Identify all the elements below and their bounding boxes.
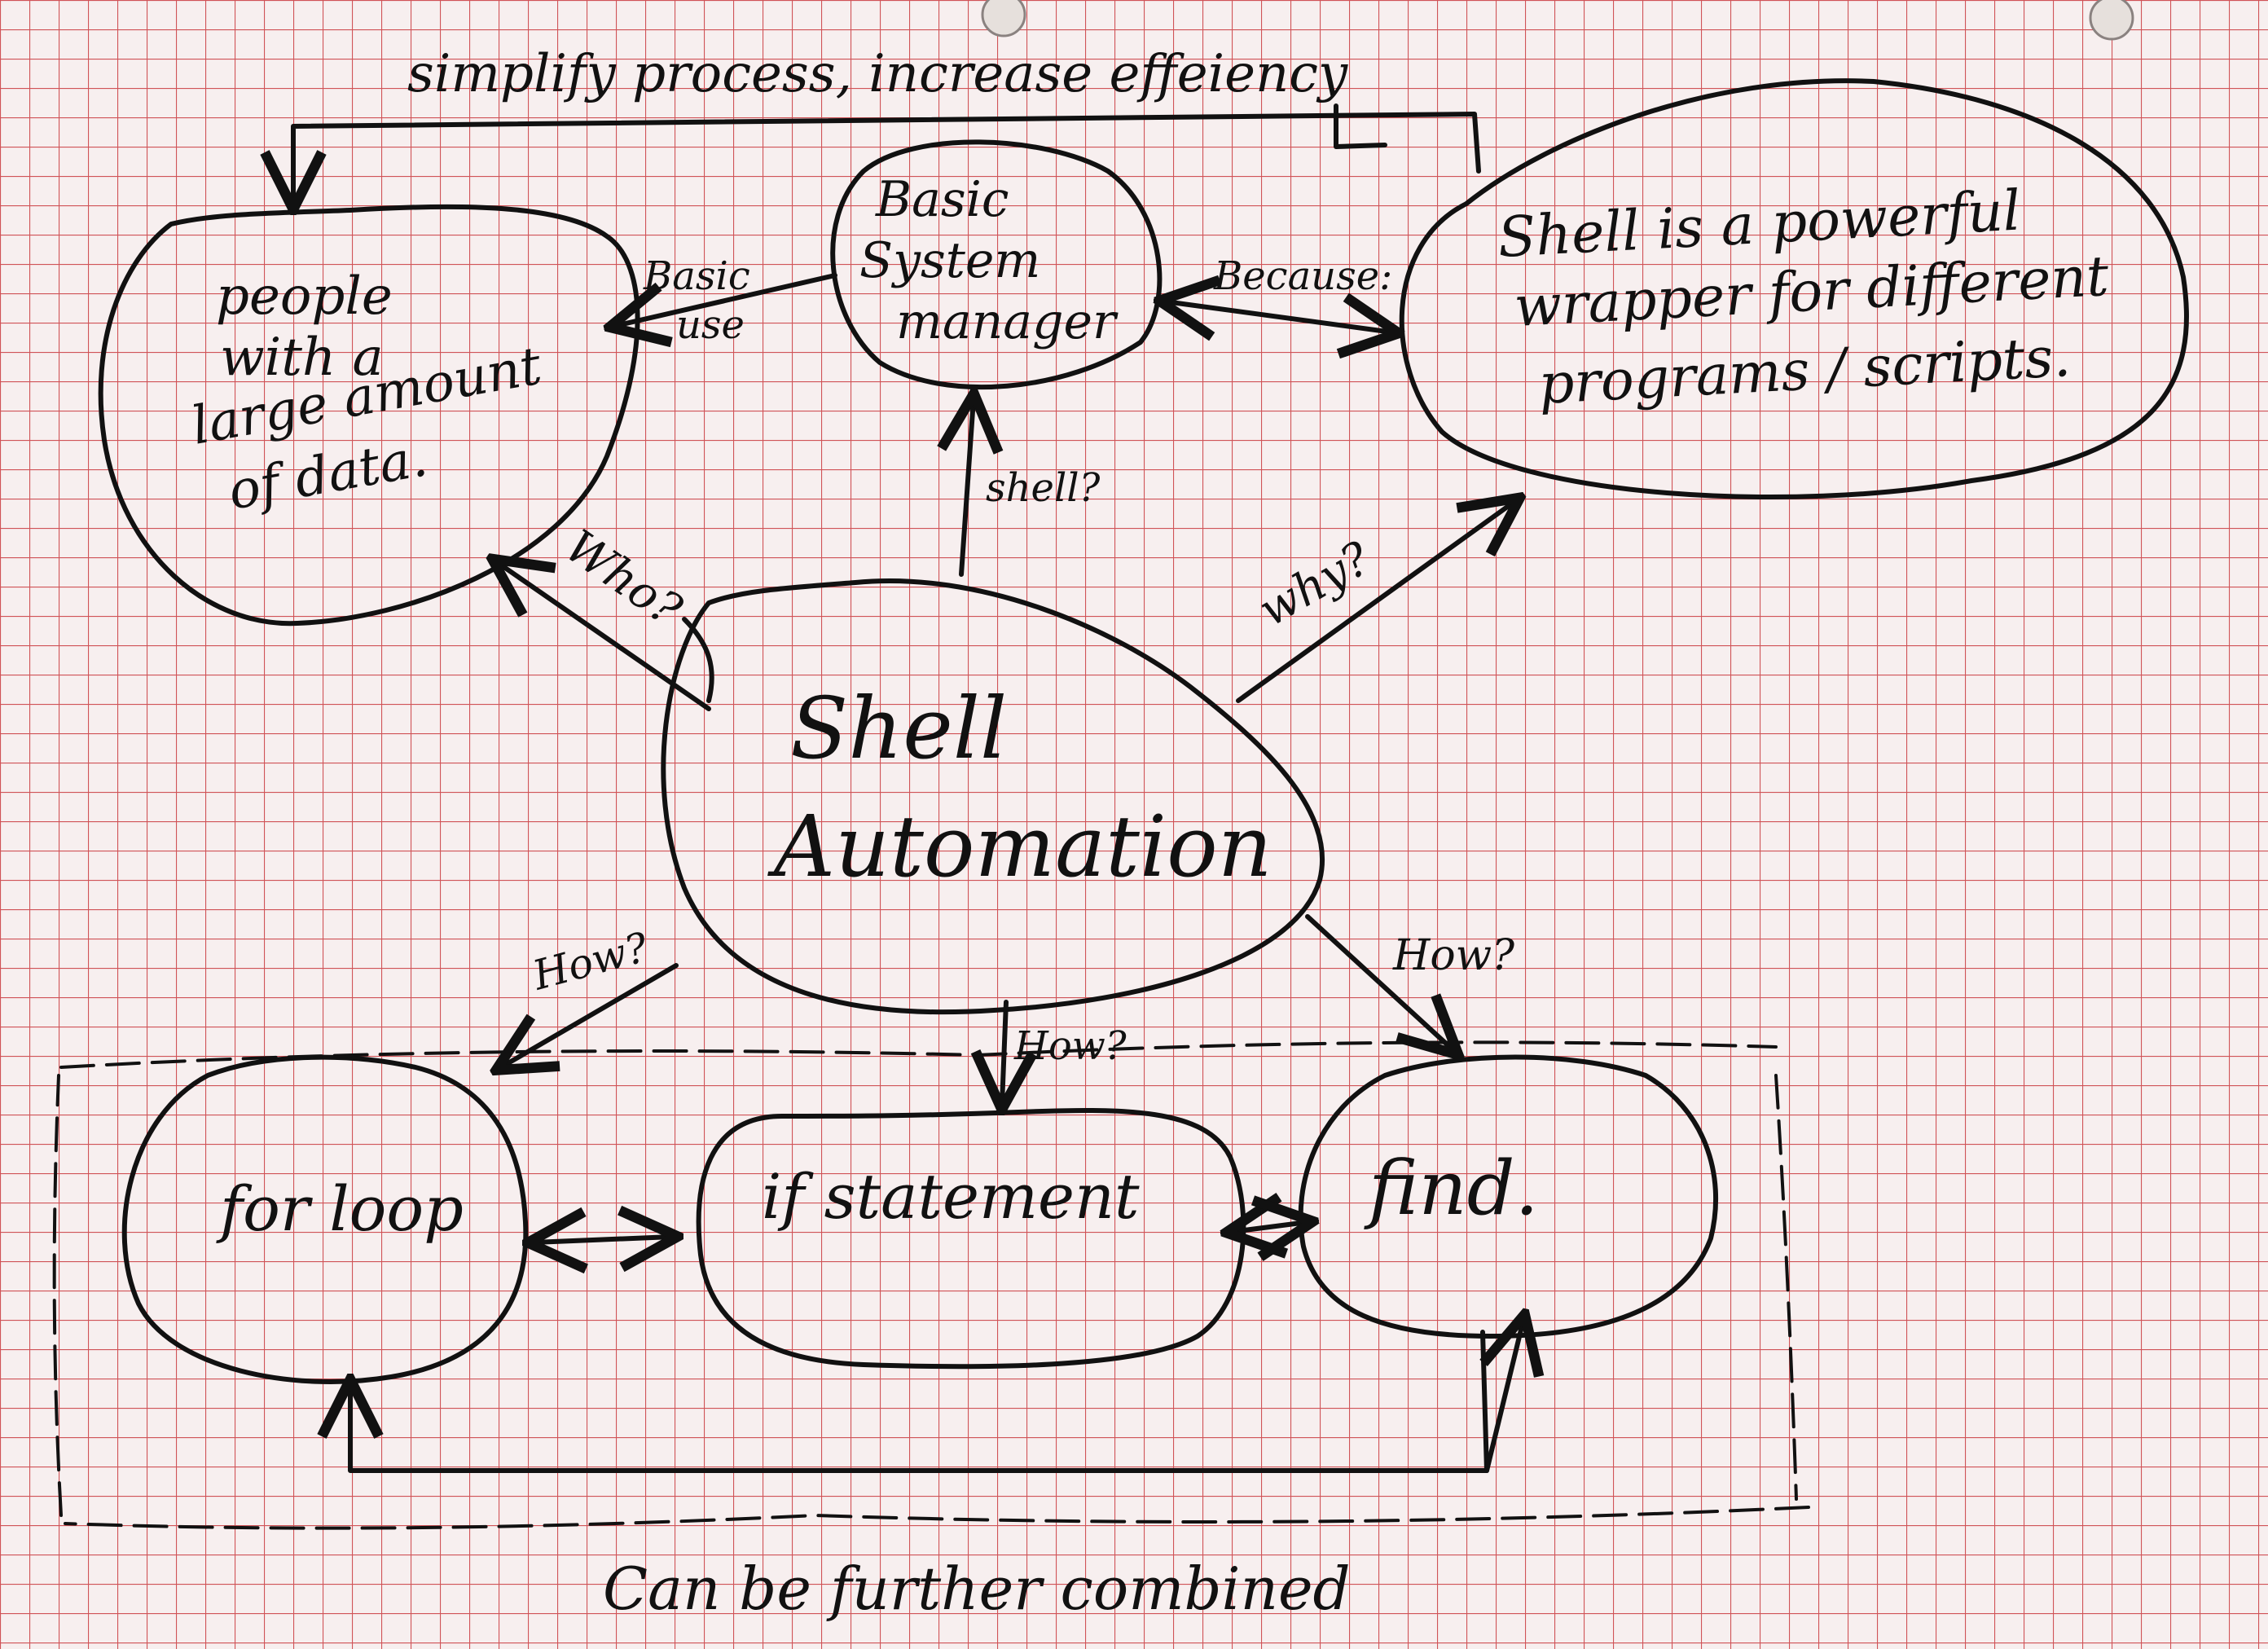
binder-hole-top <box>981 0 1026 37</box>
people-text-1: people <box>216 266 393 327</box>
for-loop-text: for loop <box>216 1172 464 1245</box>
arrow-how-left <box>501 963 679 1067</box>
arrow-find-up-tick <box>1487 1320 1523 1473</box>
arrow-feedback-loop <box>293 112 1481 204</box>
arrow-shell <box>961 399 974 577</box>
if-statement-text: if statement <box>762 1160 1140 1233</box>
arrow-who-hook <box>682 617 714 703</box>
basic-use-label-1: Basic <box>643 253 750 299</box>
node-shell-wrapper-outline <box>1399 78 2189 499</box>
shell-automation-text-1: Shell <box>790 679 1007 778</box>
basic-system-text-1: Basic <box>875 171 1009 228</box>
arrow-find-to-for-loop <box>350 1330 1489 1473</box>
basic-system-text-2: System <box>859 232 1040 289</box>
arrow-if-find <box>1232 1222 1308 1232</box>
node-basic-system-manager-outline <box>830 139 1163 390</box>
how-mid-label: How? <box>1013 1023 1127 1069</box>
arrow-why <box>1236 501 1515 703</box>
people-text-2: with a <box>220 328 384 388</box>
binder-hole-right <box>2089 0 2134 41</box>
arrow-how-right <box>1305 914 1454 1051</box>
arrow-because <box>1165 301 1393 332</box>
combined-caption: Can be further combined <box>603 1554 1351 1623</box>
basic-use-label-2: use <box>676 302 745 348</box>
arrow-basic-use <box>615 273 837 326</box>
arrow-how-mid <box>1002 1000 1006 1104</box>
find-text: find. <box>1364 1145 1539 1232</box>
arrow-who <box>497 562 711 711</box>
node-shell-automation-outline <box>661 578 1325 1015</box>
feedback-label: simplify process, increase effeiency <box>407 44 1348 104</box>
arrow-for-if <box>534 1237 672 1242</box>
node-for-loop-outline <box>121 1054 529 1384</box>
shell-automation-text-2: Automation <box>767 797 1272 896</box>
because-label: Because: <box>1213 253 1392 299</box>
node-people-outline <box>98 204 640 627</box>
shell-question-label: shell? <box>986 465 1101 511</box>
arrow-feedback-hook <box>1334 103 1387 149</box>
how-right-label: How? <box>1392 931 1515 980</box>
basic-system-text-3: manager <box>896 293 1119 350</box>
